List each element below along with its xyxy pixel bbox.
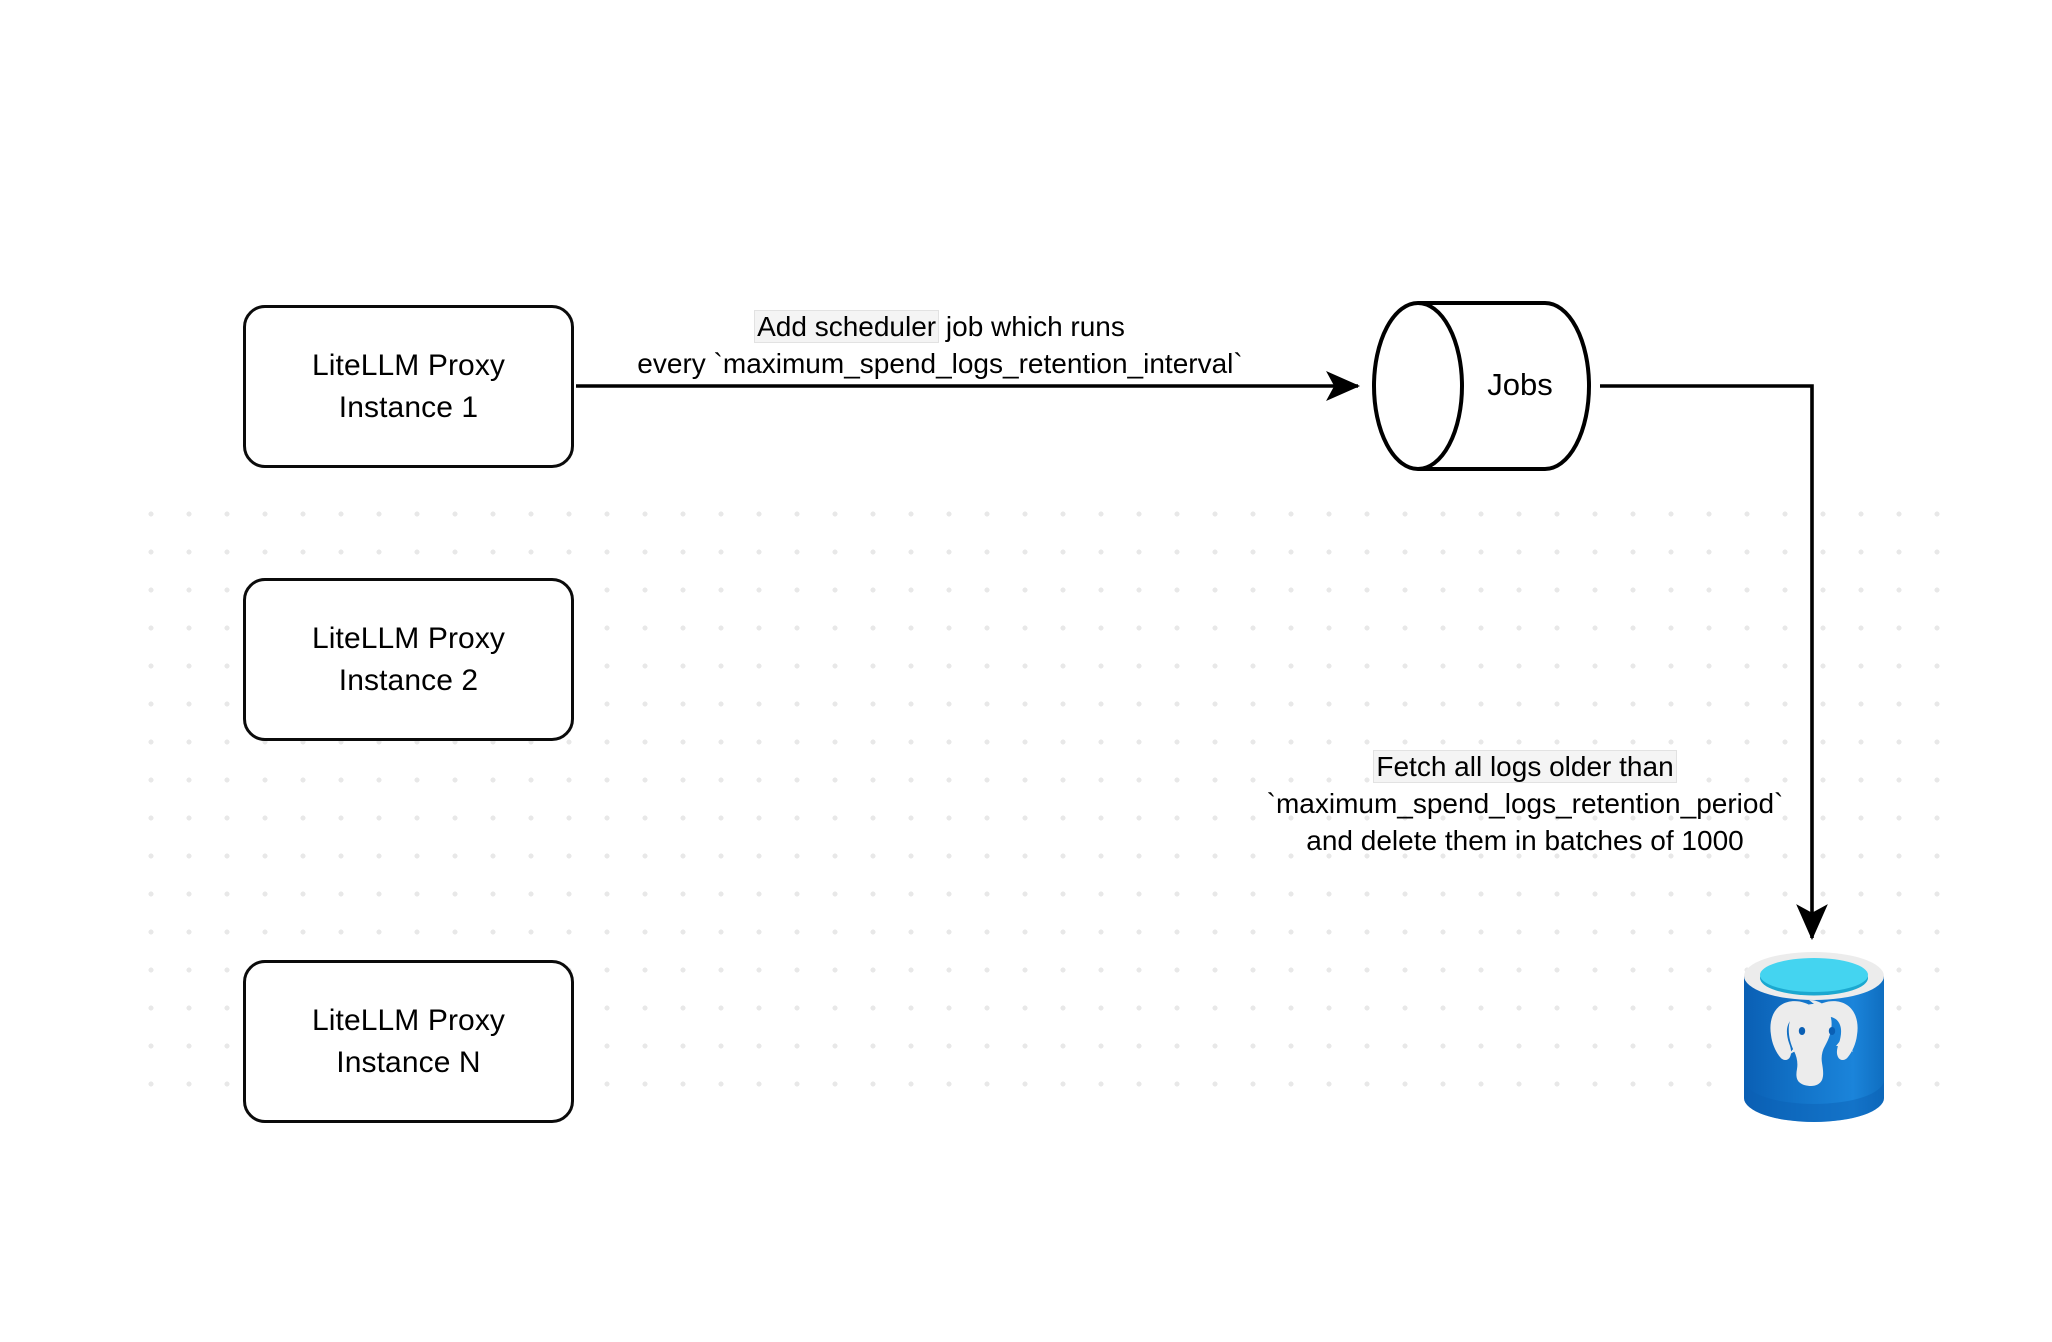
litellm-proxy-instance-n-node[interactable]: LiteLLM Proxy Instance N <box>243 960 574 1123</box>
node-label-line-2: Instance 1 <box>338 390 479 424</box>
jobs-node-label: Jobs <box>1487 367 1553 402</box>
edge-label-add-scheduler: Add scheduler job which runs every `maxi… <box>590 308 1290 382</box>
edge-label-highlight: Add scheduler <box>754 310 940 343</box>
postgres-database-icon[interactable] <box>1740 948 1888 1126</box>
edge-label-line-1: Fetch all logs older than <box>1240 748 1810 785</box>
edge-label-line-2: `maximum_spend_logs_retention_period` <box>1266 788 1784 820</box>
edge-label-highlight: Fetch all logs older than <box>1373 750 1677 783</box>
node-label-line-1: LiteLLM Proxy <box>311 349 506 383</box>
edge-label-line-1: Add scheduler job which runs <box>590 308 1290 345</box>
edge-jobs-to-postgres-line <box>1600 384 1828 941</box>
edge-label-fetch-delete: Fetch all logs older than `maximum_spend… <box>1240 748 1810 860</box>
jobs-cylinder-shape <box>1372 301 1591 471</box>
node-label-line-1: LiteLLM Proxy <box>311 622 506 656</box>
node-label-line-2: Instance 2 <box>338 663 479 697</box>
postgres-elephant-eyes <box>1798 1027 1836 1035</box>
edge-label-line-1-rest: job which runs <box>938 311 1125 342</box>
litellm-proxy-instance-1-node[interactable]: LiteLLM Proxy Instance 1 <box>243 305 574 468</box>
node-label-line-1: LiteLLM Proxy <box>311 1004 506 1038</box>
edge-label-line-2: every `maximum_spend_logs_retention_inte… <box>637 348 1243 380</box>
edge-label-line-3: and delete them in batches of 1000 <box>1306 825 1744 857</box>
postgres-elephant-logo <box>1770 1000 1858 1086</box>
litellm-proxy-instance-2-node[interactable]: LiteLLM Proxy Instance 2 <box>243 578 574 741</box>
node-label-line-2: Instance N <box>336 1045 481 1079</box>
